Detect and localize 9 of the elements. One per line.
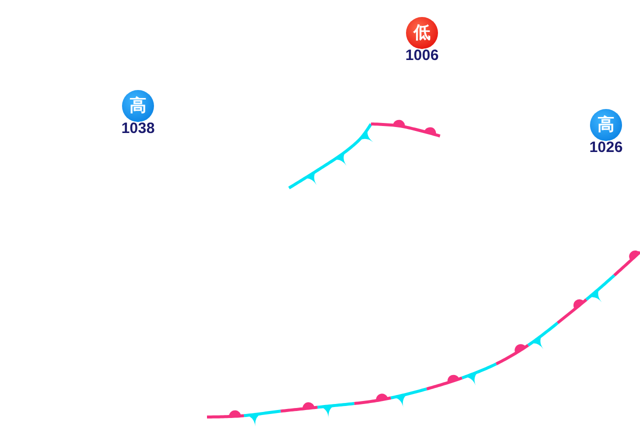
- pressure-symbol: 高: [598, 116, 614, 134]
- pressure-center-marker: [406, 17, 438, 49]
- pressure-center-marker: [590, 109, 622, 141]
- pressure-value: 1026: [589, 140, 623, 155]
- pressure-symbol: 低: [414, 24, 430, 42]
- pressure-value: 1006: [405, 48, 439, 63]
- pressure-value: 1038: [121, 121, 155, 136]
- pressure-center-marker: [122, 90, 154, 122]
- pressure-symbol: 高: [130, 98, 146, 114]
